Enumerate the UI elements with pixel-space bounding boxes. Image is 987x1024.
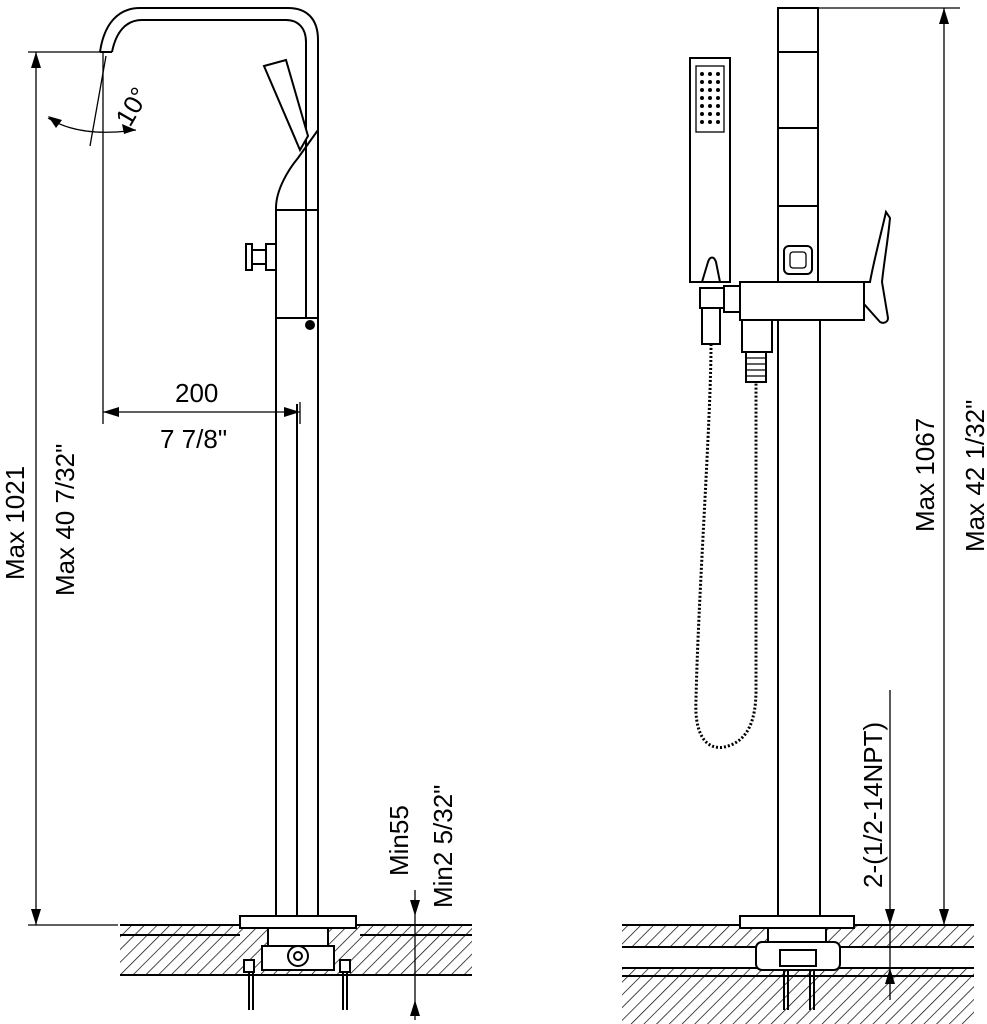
right-base-mount bbox=[739, 915, 855, 1010]
left-height-mm-label: Max 1021 bbox=[0, 466, 30, 580]
angle-indicator: 10° bbox=[47, 52, 155, 147]
right-hand-shower bbox=[689, 57, 731, 345]
right-front-view: Max 1067 Max 42 1/32" 2-(1/2-14NPT) bbox=[622, 7, 987, 1024]
reach-dimension: 200 7 7/8" bbox=[102, 140, 301, 454]
reach-mm-label: 200 bbox=[175, 378, 218, 408]
left-hand-shower bbox=[262, 58, 310, 153]
left-side-view: 10° Max 1021 Max 40 7/32" 200 7 7/8" bbox=[0, 7, 472, 1020]
shower-hose bbox=[694, 343, 758, 749]
left-height-dimension: Max 1021 Max 40 7/32" bbox=[0, 51, 118, 926]
min-in-label: Min2 5/32" bbox=[428, 785, 458, 908]
right-inlet-fittings bbox=[741, 319, 773, 383]
npt-connection-dimension: 2-(1/2-14NPT) bbox=[858, 690, 895, 1000]
right-riser-pipe bbox=[777, 319, 821, 917]
right-height-mm-label: Max 1067 bbox=[910, 418, 940, 532]
reach-in-label: 7 7/8" bbox=[160, 424, 227, 454]
npt-connection-label: 2-(1/2-14NPT) bbox=[858, 722, 888, 888]
left-height-in-label: Max 40 7/32" bbox=[50, 444, 80, 596]
left-base-mount bbox=[239, 915, 357, 1010]
right-height-dimension: Max 1067 Max 42 1/32" bbox=[818, 7, 987, 926]
left-valve-body bbox=[245, 126, 319, 330]
left-spout bbox=[99, 7, 319, 318]
shower-nozzles bbox=[700, 72, 720, 124]
right-upper-column bbox=[777, 7, 819, 321]
right-height-in-label: Max 42 1/32" bbox=[960, 400, 987, 552]
angle-label: 10° bbox=[109, 82, 155, 131]
min-height-dimension: Min55 Min2 5/32" bbox=[384, 785, 458, 1020]
min-mm-label: Min55 bbox=[384, 805, 414, 876]
right-valve-body bbox=[723, 209, 892, 324]
left-riser-pipe bbox=[275, 317, 319, 917]
